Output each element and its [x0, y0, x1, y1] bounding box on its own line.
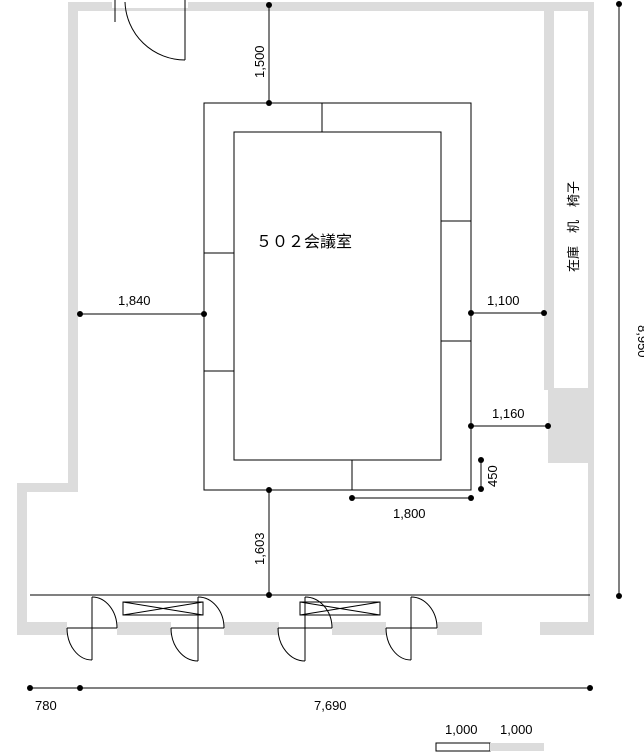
door-top	[112, 0, 188, 61]
dim-left-offset: 780	[35, 698, 57, 713]
door-bottom-1	[66, 596, 118, 661]
scale-bar	[435, 742, 544, 752]
dim-bottom-clearance: 1,603	[252, 532, 267, 565]
room-name: ５０２会議室	[256, 232, 352, 251]
dim-right-clearance-upper: 1,100	[487, 293, 520, 308]
dim-left-clearance: 1,840	[118, 293, 151, 308]
dim-overall-width: 7,690	[314, 698, 347, 713]
window-2	[299, 601, 381, 616]
dim-overall-height: 8,950	[635, 325, 644, 358]
window-1	[122, 601, 204, 616]
scale-label-2: 1,000	[500, 722, 533, 737]
dimension-lines	[27, 1, 622, 691]
dim-table-depth: 450	[485, 465, 500, 487]
dim-table-segment: 1,800	[393, 506, 426, 521]
storage-note: 在庫 机 椅子	[567, 181, 582, 272]
walls	[17, 2, 594, 635]
door-bottom-2	[170, 596, 225, 662]
door-bottom-4	[385, 596, 438, 661]
scale-label-1: 1,000	[445, 722, 478, 737]
dim-top-clearance: 1,500	[252, 45, 267, 78]
dim-right-clearance-lower: 1,160	[492, 406, 525, 421]
conference-table	[203, 102, 472, 491]
door-bottom-3	[277, 596, 333, 662]
